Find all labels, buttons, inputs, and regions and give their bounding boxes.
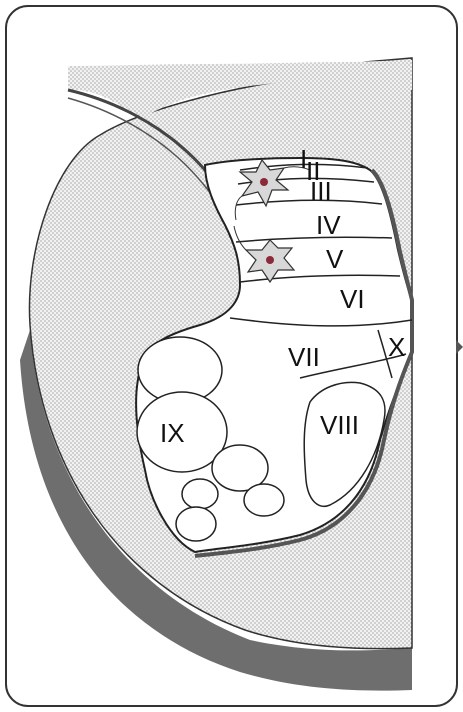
lamina-label-VIII: VIII	[320, 410, 359, 440]
lamina-label-IX: IX	[160, 418, 185, 448]
edge-marker-icon	[456, 340, 463, 354]
lamina-IX-nucleus-5	[244, 484, 284, 516]
lamina-label-V: V	[326, 244, 344, 274]
neuron-nucleus	[260, 178, 268, 186]
lamina-IX-nucleus-6	[176, 507, 216, 541]
lamina-IX-nucleus-4	[182, 479, 218, 509]
lamina-label-IV: IV	[316, 210, 341, 240]
lamina-label-VI: VI	[340, 284, 365, 314]
lamina-label-VII: VII	[288, 342, 320, 372]
lamina-label-X: X	[388, 332, 405, 362]
neuron-nucleus	[266, 256, 274, 264]
lamina-label-III: III	[310, 176, 332, 206]
